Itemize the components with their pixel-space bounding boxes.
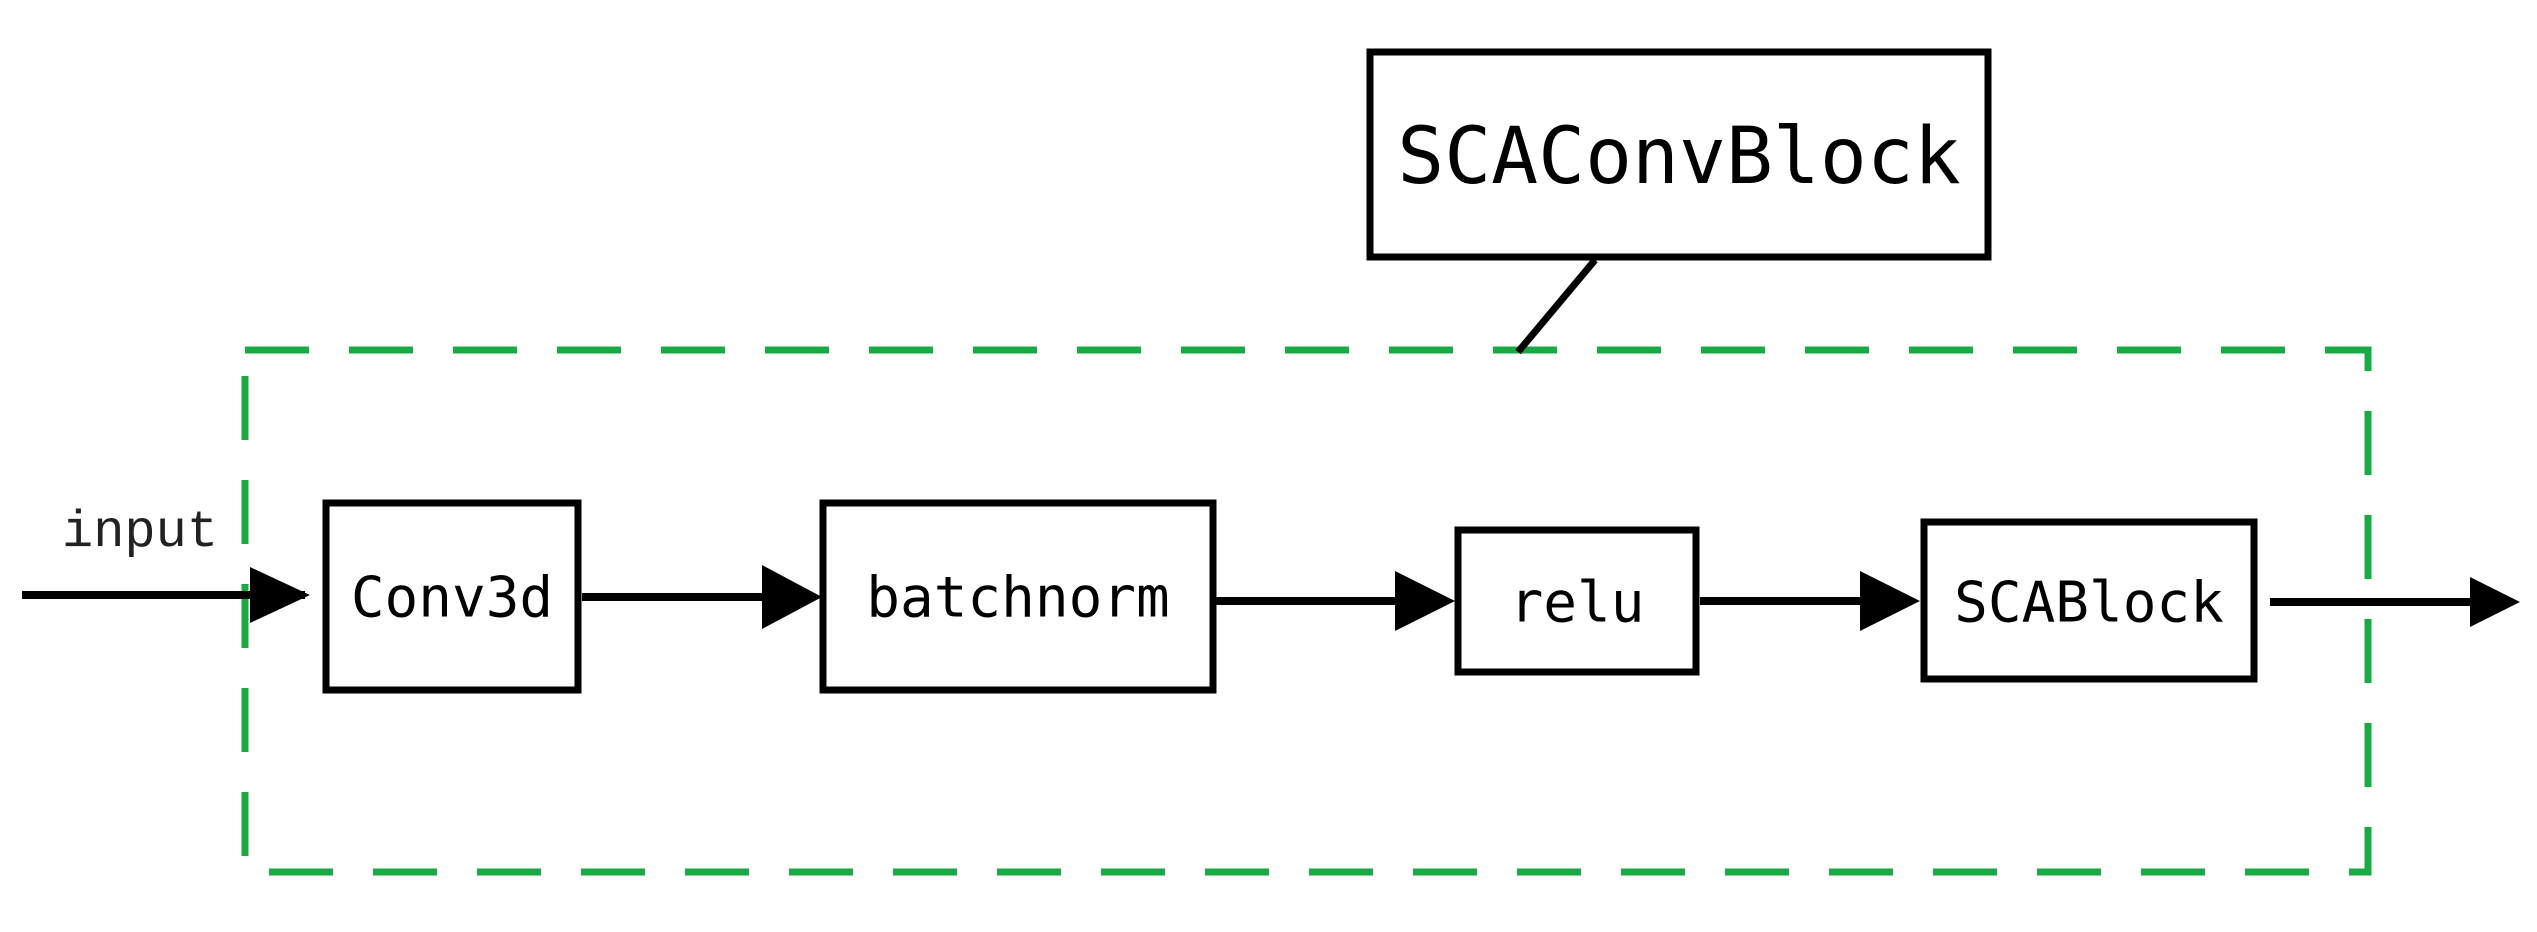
title-block-label: SCAConvBlock: [1397, 112, 1961, 202]
conv3d-block-label: Conv3d: [351, 566, 553, 631]
scablock-block-label: SCABlock: [1954, 571, 2224, 636]
arrowhead-conv3d-to-batchnorm: [762, 565, 822, 629]
output-arrowhead: [2470, 577, 2520, 627]
title-block-box: [1366, 48, 1992, 261]
arrowhead-batchnorm-to-relu: [1395, 571, 1455, 631]
arrowhead-relu-to-scablock: [1860, 571, 1920, 631]
relu-block-box: [1454, 526, 1700, 676]
batchnorm-block-box: [819, 499, 1217, 694]
input-arrowhead: [250, 567, 310, 623]
relu-block-label: relu: [1510, 571, 1645, 636]
batchnorm-block-label: batchnorm: [866, 566, 1169, 631]
group-boundary: [241, 346, 2372, 876]
input-label: input: [62, 503, 218, 562]
conv3d-block-box: [322, 499, 582, 694]
title-connector: [1515, 257, 1598, 355]
scablock-block-box: [1920, 518, 2258, 683]
